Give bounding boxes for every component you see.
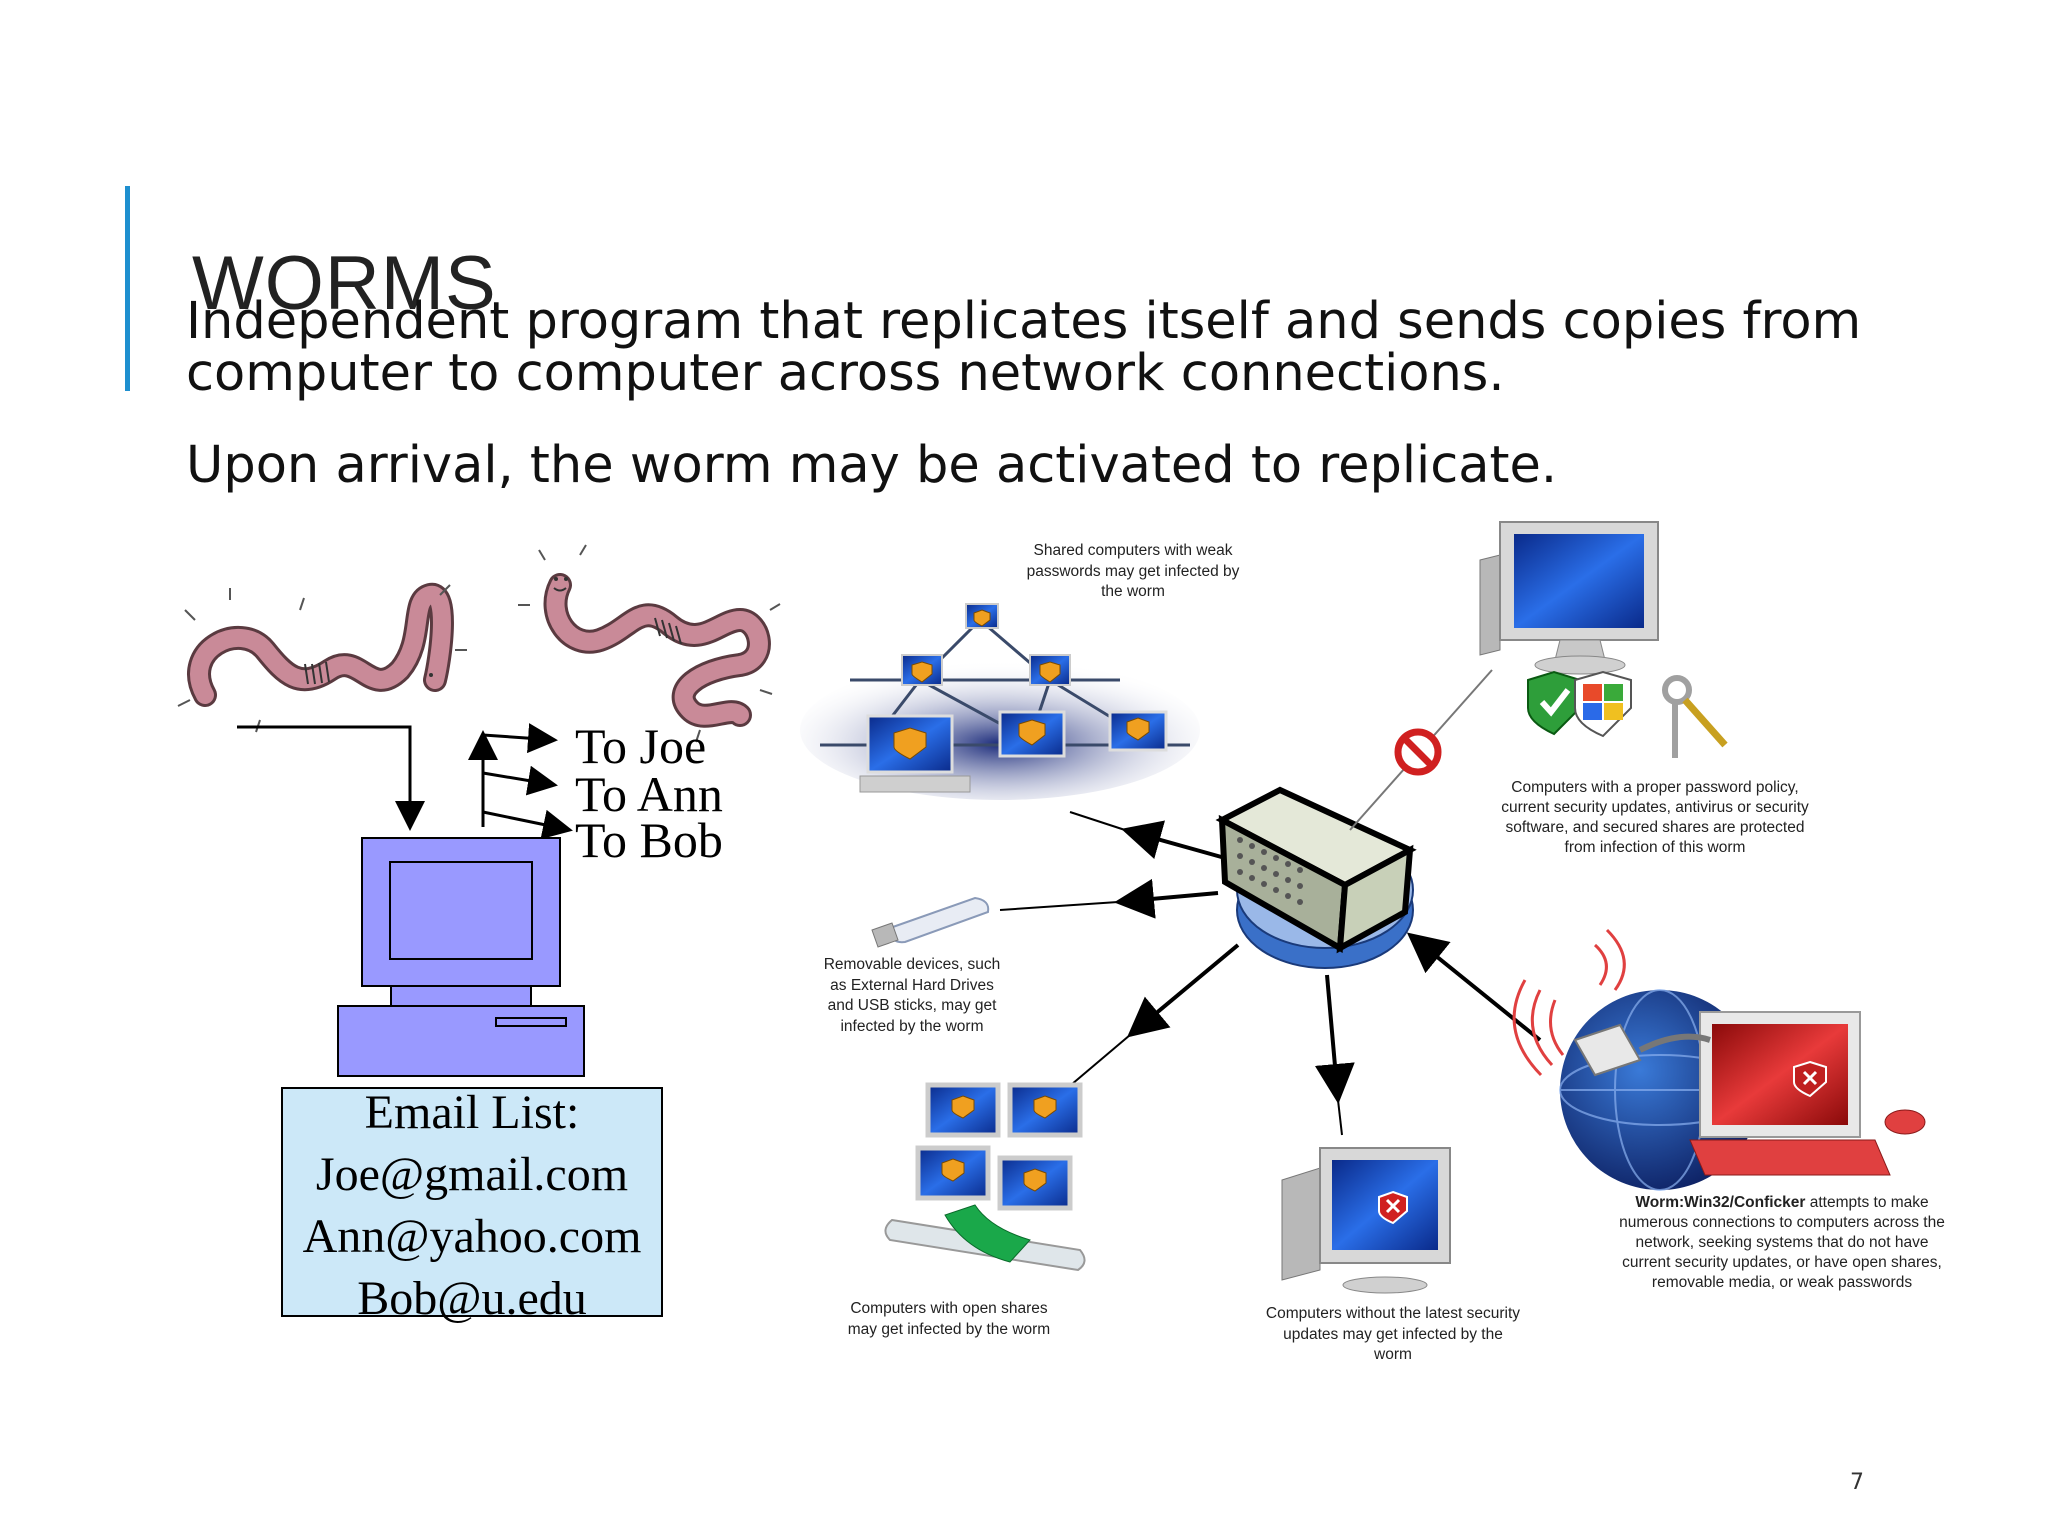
caption-conficker-1-rest: attempts to make: [1805, 1194, 1928, 1211]
caption-shared-3: the worm: [1101, 583, 1165, 600]
caption-shared-1: Shared computers with weak: [1033, 542, 1232, 559]
left-worm-illustration: [178, 545, 780, 742]
computer-icon: [338, 838, 584, 1076]
keys-icon: [1665, 678, 1725, 758]
caption-protected-3: software, and secured shares are protect…: [1506, 819, 1805, 836]
usb-stick-icon: [872, 898, 988, 947]
caption-conficker-5: removable media, or weak passwords: [1652, 1274, 1912, 1291]
caption-no-updates-1: Computers without the latest security: [1266, 1305, 1520, 1322]
caption-protected-4: from infection of this worm: [1565, 839, 1746, 856]
caption-no-updates-2: updates may get infected by the: [1283, 1326, 1503, 1343]
caption-removable-4: infected by the worm: [840, 1018, 983, 1035]
caption-conficker-2: numerous connections to computers across…: [1619, 1214, 1945, 1231]
caption-removable-1: Removable devices, such: [824, 956, 1001, 973]
email-entry-ann: Ann@yahoo.com: [303, 1210, 642, 1263]
open-shares-computers-icon: [885, 1085, 1084, 1270]
worm-right-icon: [518, 545, 780, 742]
caption-protected-1: Computers with a proper password policy,: [1511, 779, 1798, 796]
caption-conficker-3: network, seeking systems that do not hav…: [1636, 1234, 1929, 1251]
caption-open-shares-1: Computers with open shares: [850, 1300, 1048, 1317]
caption-no-updates-3: worm: [1373, 1346, 1412, 1363]
windows-shield-icon: [1575, 672, 1631, 736]
check-shield-icon: [1528, 672, 1580, 734]
infection-arrows: [237, 727, 570, 830]
caption-removable-2: as External Hard Drives: [830, 977, 994, 994]
email-entry-bob: Bob@u.edu: [357, 1272, 587, 1325]
blocked-icon: [1398, 732, 1438, 772]
caption-conficker-1: Worm:Win32/Conficker attempts to make: [1635, 1194, 1928, 1211]
caption-conficker-4: current security updates, or have open s…: [1622, 1254, 1942, 1271]
shared-computers-network-icon: [800, 604, 1200, 800]
caption-open-shares-2: may get infected by the worm: [848, 1321, 1050, 1338]
caption-protected-2: current security updates, antivirus or s…: [1501, 799, 1809, 816]
caption-conficker-name: Worm:Win32/Conficker: [1635, 1194, 1805, 1211]
caption-shared-2: passwords may get infected by: [1027, 563, 1240, 580]
worm-left-icon: [178, 585, 467, 732]
unpatched-computer-icon: [1282, 1148, 1450, 1293]
recipient-bob: To Bob: [575, 812, 723, 868]
caption-removable-3: and USB sticks, may get: [828, 997, 998, 1014]
infected-computer-globe-icon: [1560, 990, 1925, 1190]
network-hub-icon: [1222, 790, 1413, 968]
email-list-heading: Email List:: [365, 1086, 580, 1139]
email-list-box: Email List: Joe@gmail.com Ann@yahoo.com …: [282, 1086, 662, 1325]
network-diagram: Shared computers with weak passwords may…: [800, 522, 1945, 1363]
protected-computer-icon: [1480, 522, 1658, 674]
page-number: 7: [1850, 1470, 1864, 1495]
email-entry-joe: Joe@gmail.com: [316, 1148, 628, 1201]
